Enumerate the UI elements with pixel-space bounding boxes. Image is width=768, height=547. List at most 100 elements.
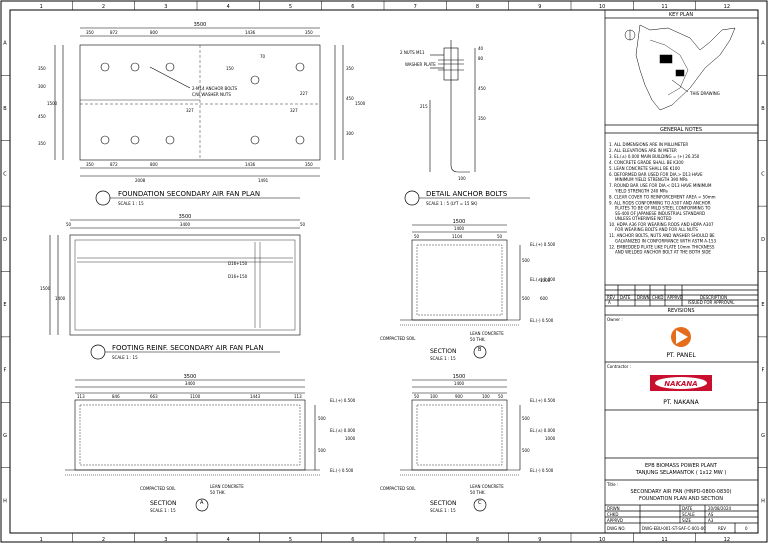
anchor-bolt: [100, 62, 110, 72]
anchor-dim-350: 350: [478, 116, 486, 121]
section-b-sub-2: 1104: [452, 234, 463, 239]
anchor-bolt: [130, 62, 140, 72]
section-a-label: SECTION: [150, 500, 176, 507]
plan-dim-top-1: 350: [86, 30, 94, 35]
grid-row-label: D: [761, 237, 765, 243]
plan-dim-top-3: 800: [150, 30, 158, 35]
general-note: 2. ALL ELEVATIONS ARE IN METER: [609, 148, 677, 153]
general-note: 11. ANCHOR BOLTS, NUTS AND WASHER SHOULD…: [609, 233, 716, 243]
section-c-level-1: EL.(+) 0.500: [530, 398, 556, 403]
grid-col-label: 4: [227, 4, 230, 10]
grid-col-label: 9: [538, 4, 541, 10]
section-b-compacted: COMPACTED SOIL: [380, 336, 416, 341]
anchor-bolt: [295, 62, 305, 72]
section-a-sub-3: 663: [150, 394, 158, 399]
footing-scale: SCALE 1 : 15: [112, 355, 138, 360]
grid-row-label: B: [761, 106, 765, 112]
section-b-lean-thk: 50 THK.: [470, 337, 486, 342]
grid-col-label: 5: [289, 537, 292, 543]
section-c-side-1: 500: [522, 416, 530, 421]
plan-dim-top-4: 1436: [245, 30, 256, 35]
grid-col-label: 2: [102, 4, 105, 10]
plan-dim-right-2: 450: [346, 96, 354, 101]
plan-dim-overall: 3500: [194, 22, 207, 28]
section-c-marker: [473, 498, 487, 512]
section-c-sub-5: 50: [498, 394, 504, 399]
project-line2: TANJUNG SELAMANTOK ( 1x12 MW ): [635, 470, 727, 476]
title-block-cell: DRWN: [607, 506, 620, 511]
project-line1: EPB BIOMASS POWER PLANT: [645, 463, 718, 469]
plan-inner-3: 227: [300, 91, 308, 96]
grid-row-label: H: [3, 498, 7, 504]
grid-row-label: A: [761, 41, 765, 47]
section-c-sub-3: 900: [455, 394, 463, 399]
section-c-mark: C: [478, 500, 482, 506]
section-a-mark: A: [200, 500, 204, 506]
anchor-bolt: [130, 135, 140, 145]
rev-header-apprvd: APPRVD: [667, 295, 683, 300]
section-b-level-1: EL.(+) 0.500: [530, 242, 556, 247]
section-c-sub-1: 50: [414, 394, 420, 399]
footing-inner: 3400: [180, 222, 191, 227]
anchor-bolt: [250, 75, 260, 85]
section-c-sub-2: 100: [430, 394, 438, 399]
footing-edge-left: 50: [66, 222, 72, 227]
section-a: [65, 379, 320, 476]
section-b-inner: 1400: [454, 226, 465, 231]
plan-scale: SCALE 1 : 15: [118, 201, 144, 206]
grid-col-label: 8: [476, 4, 479, 10]
section-a-sub-2: 846: [112, 394, 120, 399]
plan-dim-left-3: 450: [38, 114, 46, 119]
title-label: Title :: [606, 482, 618, 487]
section-b-side-4: 600: [540, 296, 548, 301]
contractor-label: Contractor :: [607, 364, 631, 369]
footing-overall: 3500: [179, 214, 192, 220]
grid-col-label: 6: [351, 4, 354, 10]
contractor-name: PT. NAKANA: [663, 399, 699, 406]
grid-col-label: 7: [414, 537, 417, 543]
grid-col-label: 1: [40, 537, 43, 543]
anchor-dim-top-1: 40: [478, 46, 484, 51]
owner-label: Owner :: [607, 317, 623, 322]
plan-inner-5: 327: [290, 108, 298, 113]
rev-row-description: ISSUED FOR APPROVAL: [688, 300, 735, 305]
plan-inner-4: 150: [226, 66, 234, 71]
anchor-washer-label: WASHER PLATE: [405, 62, 436, 67]
plan-dim-left-total: 1500: [47, 101, 58, 106]
grid-row-label: G: [761, 433, 765, 439]
section-b-label: SECTION: [430, 348, 456, 355]
general-note: 3. EL.(±) 0.000 MAIN BUILDING = (+) 26.3…: [609, 154, 700, 159]
title-line2: FOUNDATION PLAN AND SECTION: [639, 496, 723, 502]
section-a-level-1: EL.(+) 0.500: [330, 398, 356, 403]
grid-col-label: 2: [102, 537, 105, 543]
plan-dim-left-1: 350: [38, 66, 46, 71]
general-note: 9. ALL RODS CONFORMING TO A307 AND ANCHO…: [609, 200, 711, 221]
plan-title: FOUNDATION SECONDARY AIR FAN PLAN: [118, 190, 260, 198]
title-block-cell: CHKD: [607, 512, 619, 517]
section-c-compacted: COMPACTED SOIL: [380, 486, 416, 491]
footing-plan: [49, 219, 301, 336]
grid-col-label: 5: [289, 4, 292, 10]
title-block-cell: A3: [708, 518, 714, 523]
dwg-no-label: DWG NO.: [607, 526, 626, 531]
section-c-overall: 1500: [453, 374, 466, 380]
section-c-level-3: EL.(-) 0.500: [530, 468, 554, 473]
dwg-no: DWG-EBU-001-ST-SAF-C-001-00: [642, 526, 706, 531]
grid-row-label: C: [3, 171, 7, 177]
section-b-side-1: 500: [522, 258, 530, 263]
section-b: [400, 224, 521, 326]
grid-row-label: G: [3, 433, 7, 439]
title-block-cell: 20/08/2024: [708, 506, 732, 511]
anchor-view-marker: [404, 190, 420, 206]
general-note: 12. EMBEDDED PLATE LIKE PLATE 10mm THICK…: [609, 244, 715, 254]
title-block-cell: APPRVD: [607, 518, 623, 523]
section-a-overall: 3500: [184, 374, 197, 380]
section-b-scale: SCALE 1 : 15: [430, 356, 456, 361]
section-a-sub-1: 113: [77, 394, 85, 399]
section-a-sub-6: 113: [294, 394, 302, 399]
